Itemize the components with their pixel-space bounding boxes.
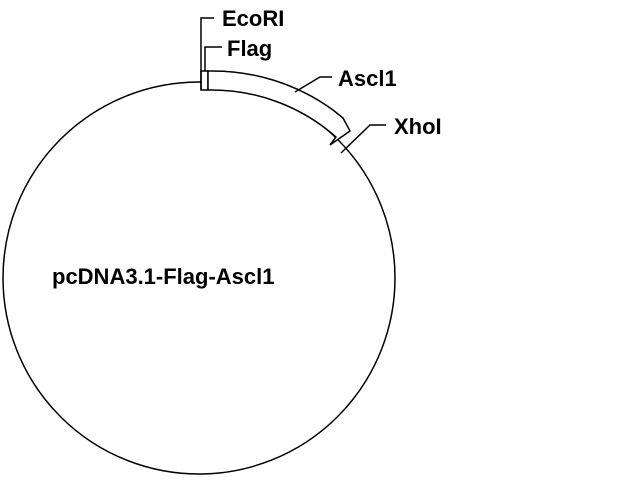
ascl1-insert-arrow (207, 70, 351, 146)
plasmid-name: pcDNA3.1-Flag-Ascl1 (52, 264, 275, 289)
flag-label: Flag (227, 36, 272, 61)
flag-feature-box (200, 70, 209, 91)
ecori-label: EcoRI (222, 6, 284, 31)
ascl1-label: Ascl1 (338, 66, 397, 91)
ascl1-leader-line (294, 76, 332, 93)
xhoi-leader-line (340, 124, 386, 154)
flag-leader-line (204, 46, 222, 71)
ecori-leader-line (200, 17, 214, 90)
plasmid-backbone-circle (2, 81, 396, 475)
xhoi-label: XhoI (394, 114, 442, 139)
